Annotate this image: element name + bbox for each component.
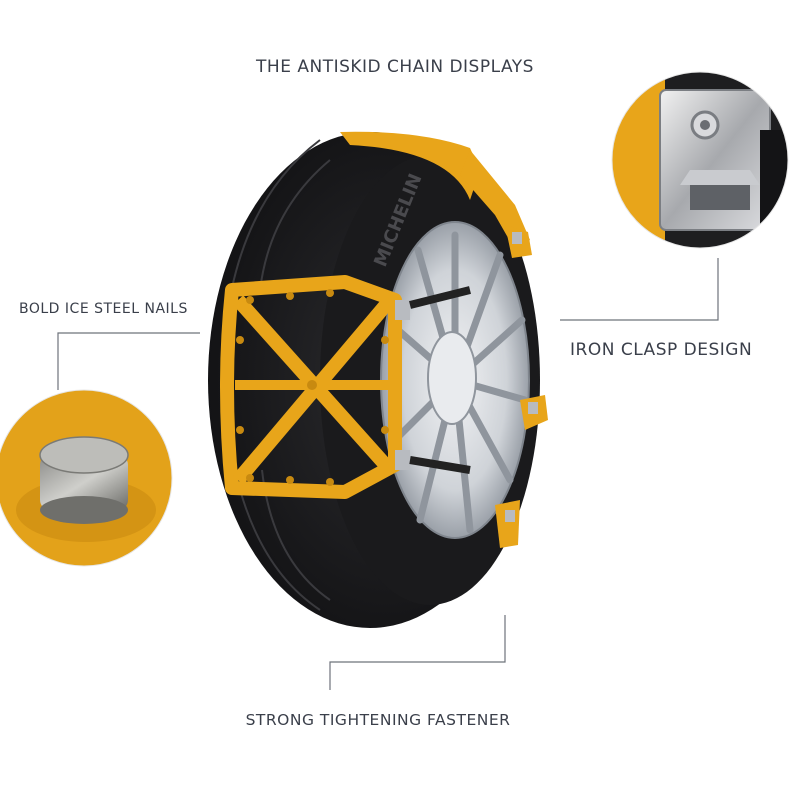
- steel-nail-closeup: [0, 389, 173, 567]
- callout-iron-clasp: IRON CLASP DESIGN: [570, 340, 753, 360]
- chain-frame: [220, 275, 402, 499]
- callout-tightening-fastener: STRONG TIGHTENING FASTENER: [245, 711, 511, 729]
- connector-left: [57, 332, 200, 390]
- connector-lines: [57, 258, 719, 690]
- callout-steel-nails: BOLD ICE STEEL NAILS: [19, 301, 188, 317]
- page-title: THE ANTISKID CHAIN DISPLAYS: [256, 57, 534, 77]
- rim: [380, 221, 530, 539]
- iron-clasp-closeup: [611, 71, 789, 249]
- antiskid-chain: [220, 131, 548, 548]
- connector-right: [560, 258, 719, 321]
- connector-bottom: [329, 615, 506, 690]
